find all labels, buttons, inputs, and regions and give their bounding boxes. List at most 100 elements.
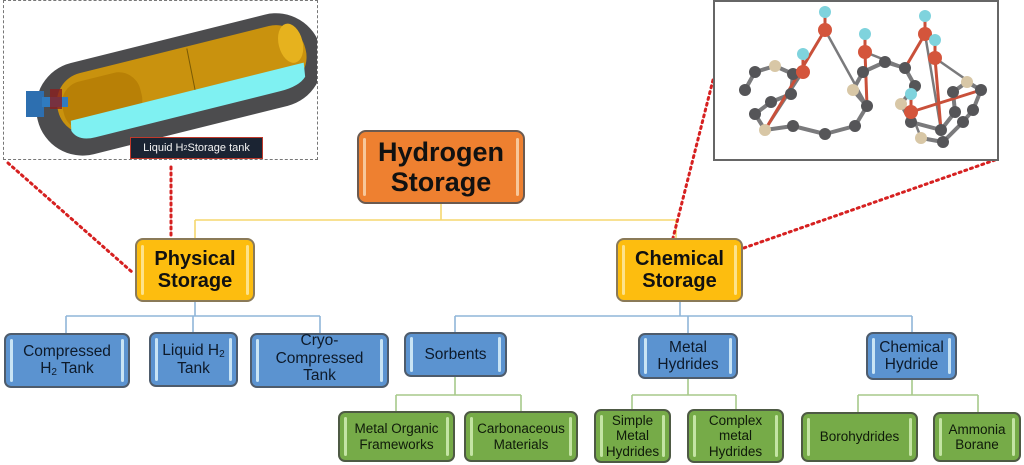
ch-line2: Hydride <box>884 356 939 373</box>
carbon-atom <box>819 128 831 140</box>
ch-line1: Chemical <box>879 338 944 356</box>
carbon-atom <box>759 124 771 136</box>
hydrogen-atom <box>919 10 931 22</box>
carbon-atom <box>739 84 751 96</box>
mh-line2: Hydrides <box>657 356 719 373</box>
cryo-line2: Compressed <box>275 349 364 367</box>
metal-atom <box>928 51 942 65</box>
cryo-line1: Cryo- <box>300 332 339 350</box>
root-connectors <box>194 203 677 239</box>
liquid-line2: Tank <box>177 359 210 377</box>
metal-bond <box>763 29 827 131</box>
metal-bond <box>934 56 982 92</box>
carbon-atom <box>749 108 761 120</box>
carbon-atom <box>847 84 859 96</box>
carbon-atom <box>749 66 761 78</box>
carbon-atom <box>935 124 947 136</box>
hydrogen-atom <box>797 48 809 60</box>
physical-connectors <box>65 302 321 334</box>
carbon-atom <box>957 116 969 128</box>
carbon-atom <box>769 60 781 72</box>
physical-line1: Physical <box>154 247 236 270</box>
chemical-connectors <box>454 302 913 334</box>
carbon-atom <box>765 96 777 108</box>
tank-callout-left <box>6 161 134 274</box>
compressed-line2-pre: H <box>40 360 52 378</box>
carbon-atom <box>857 66 869 78</box>
molecule-callout-left <box>671 78 715 240</box>
mof-line1: Metal Organic <box>354 421 439 437</box>
ammonia-line2: Borane <box>955 437 999 452</box>
compressed-subscript: 2 <box>51 367 58 379</box>
carbon-atom <box>949 106 961 118</box>
callout-lines <box>6 78 997 274</box>
carbon-atom <box>879 56 891 68</box>
node-borohydrides[interactable]: Borohydrides <box>801 412 918 462</box>
liquid-line1-pre: Liquid H <box>162 341 220 359</box>
hydrogen-atom <box>929 34 941 46</box>
metal-bond <box>933 57 943 131</box>
hydrogen-atom <box>819 6 831 18</box>
ammonia-line1: Ammonia <box>948 421 1006 437</box>
caption-subscript: 2 <box>183 144 188 152</box>
molecule-image-frame <box>713 0 999 161</box>
hydrogen-tank-icon <box>26 13 323 156</box>
liquid-subscript: 2 <box>219 348 225 360</box>
carbon-atom <box>861 100 873 112</box>
compressed-line2-post: Tank <box>57 360 94 378</box>
metal-atom <box>796 65 810 79</box>
node-sorbents[interactable]: Sorbents <box>404 332 507 377</box>
hydrogen-atom <box>859 28 871 40</box>
carbon-atom <box>967 104 979 116</box>
metal-bond <box>863 51 869 107</box>
carbon-atom <box>961 76 973 88</box>
caption-text-pre: Liquid H <box>143 142 184 154</box>
carbon-atom <box>899 62 911 74</box>
carbon-atom <box>787 120 799 132</box>
metal-bond <box>823 29 869 107</box>
boro-label: Borohydrides <box>819 429 900 445</box>
carbon-atom <box>975 84 987 96</box>
carbon-atom <box>895 98 907 110</box>
carbon-atom <box>947 86 959 98</box>
mof-line2: Frameworks <box>359 436 434 452</box>
molecular-structure-icon <box>739 6 987 148</box>
carbon-atom <box>787 68 799 80</box>
simple-line2: Metal <box>615 428 649 444</box>
compressed-line1: Compressed <box>23 342 111 360</box>
caption-text-post: Storage tank <box>187 142 250 154</box>
carbon-atom <box>937 136 949 148</box>
complex-line2: metal <box>718 428 752 444</box>
mh-line1: Metal <box>669 338 707 356</box>
carbon-atom <box>785 88 797 100</box>
root-line1: Hydrogen <box>377 136 504 167</box>
carbon-atom <box>849 120 861 132</box>
carbon-atom <box>915 132 927 144</box>
complex-line1: Complex <box>708 413 763 429</box>
level3-connectors <box>395 377 979 413</box>
sorbents-label: Sorbents <box>424 345 487 363</box>
